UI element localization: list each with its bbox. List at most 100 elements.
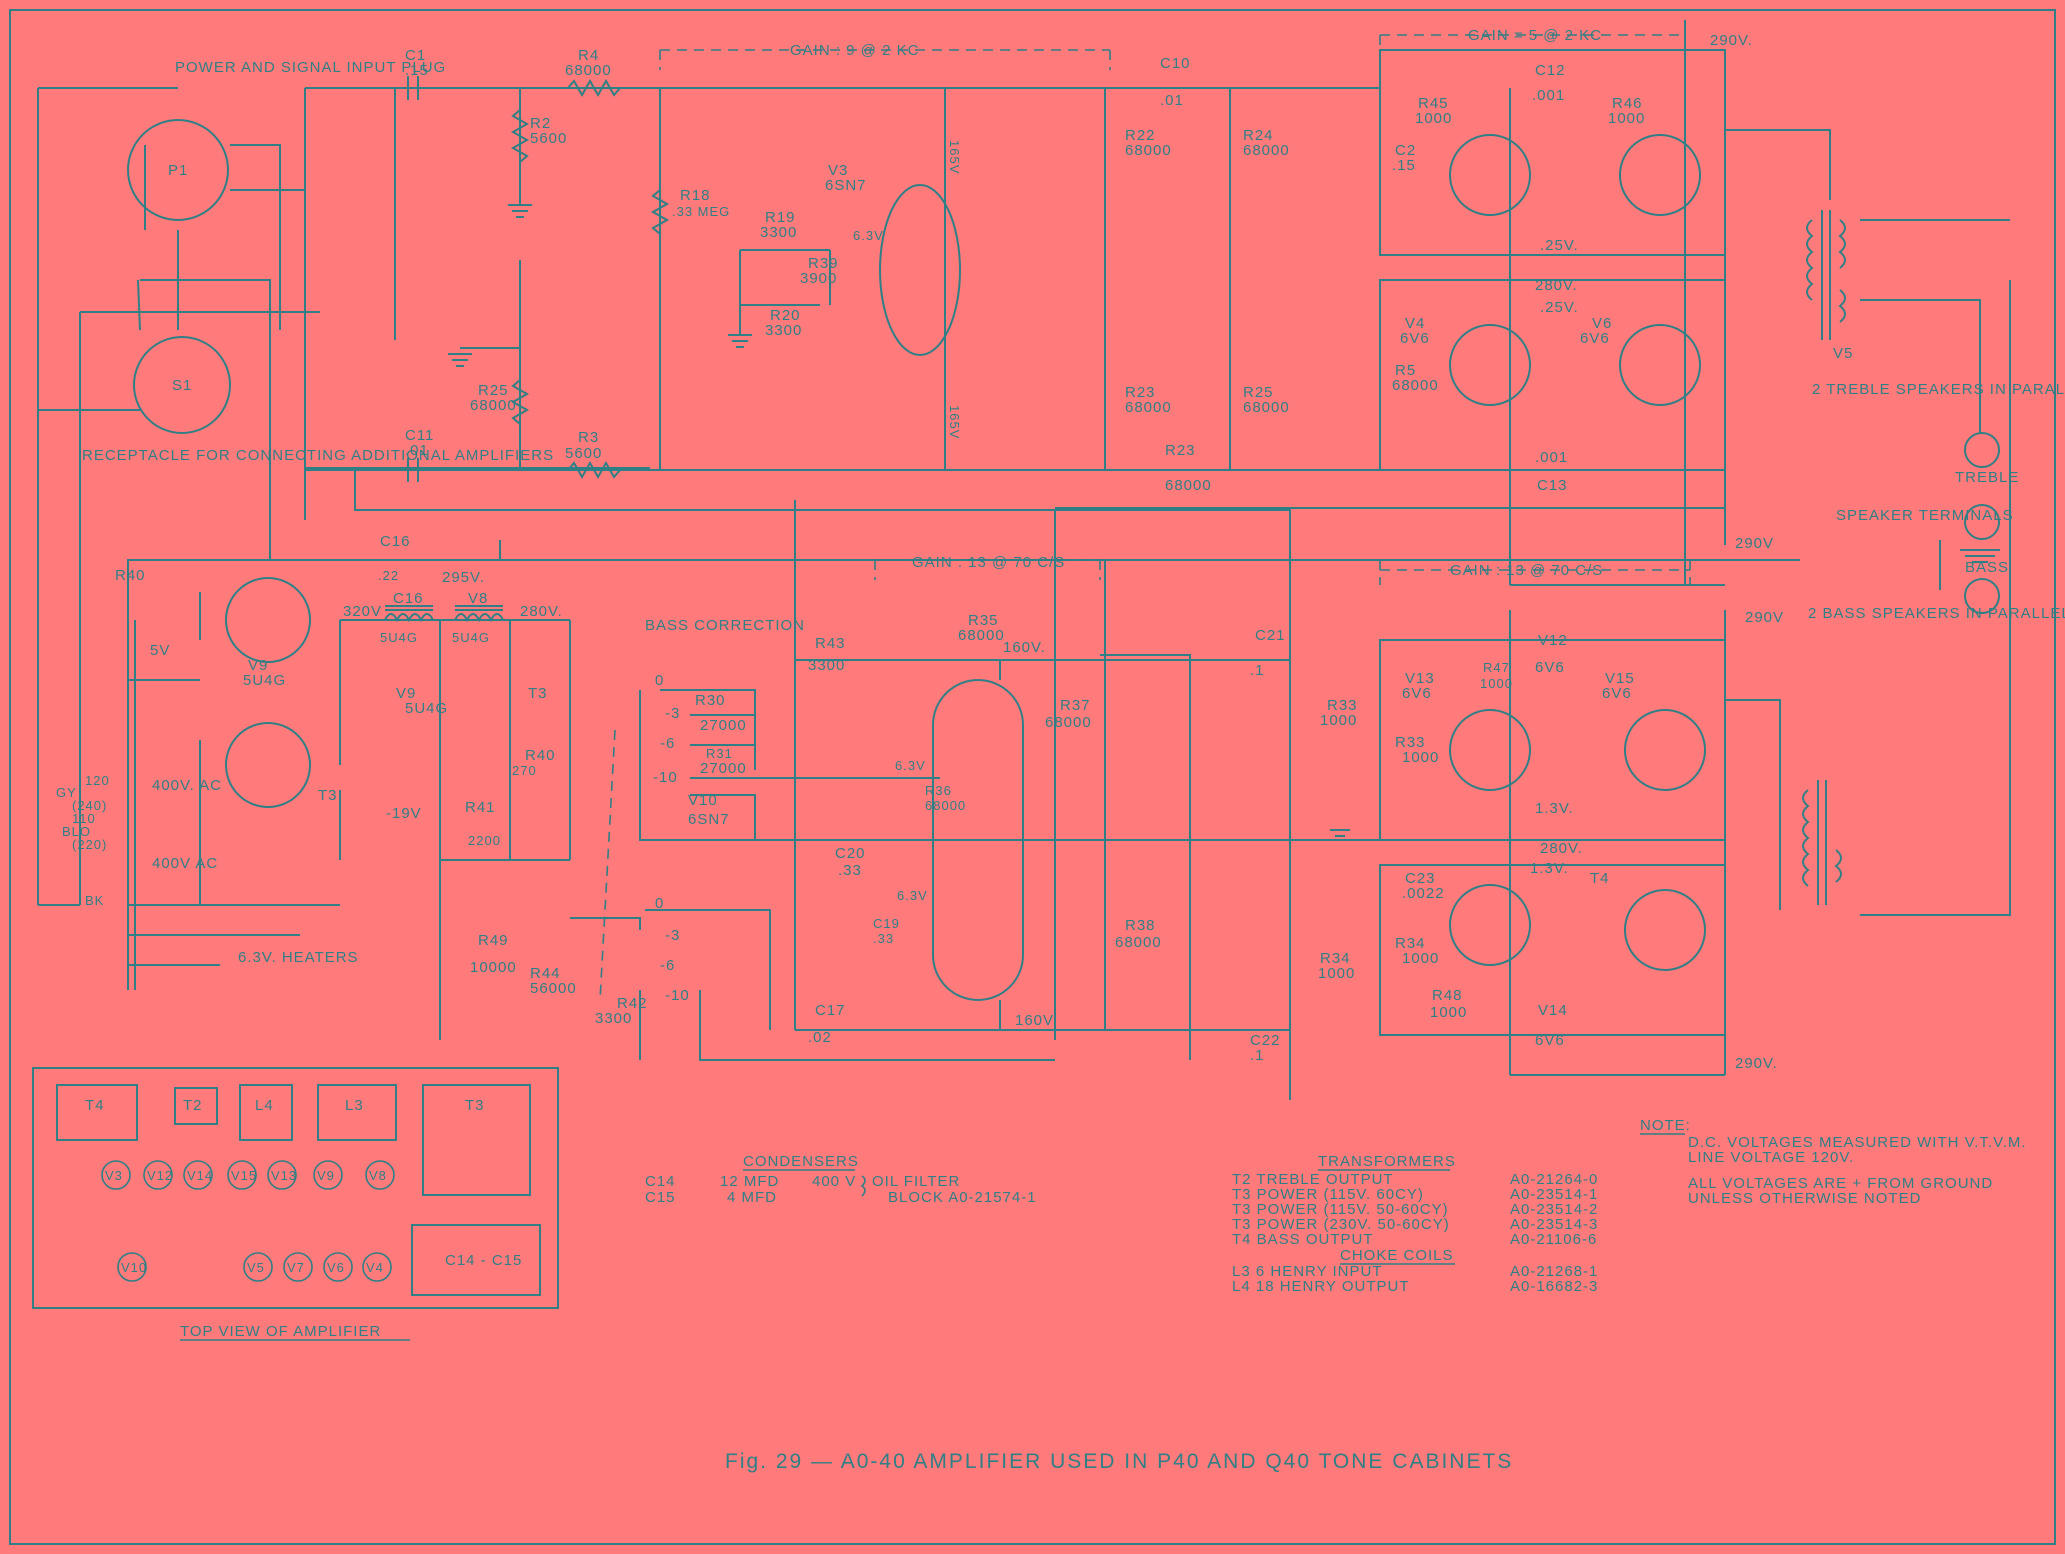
label-v6: R46 <box>1612 95 1643 112</box>
condensers-heading: CONDENSERS <box>743 1153 859 1170</box>
gain-output-bottom-line <box>1379 560 1691 585</box>
t3-tap-c: 110 <box>72 811 96 826</box>
label-r33: R47 <box>1483 660 1510 675</box>
volt-heaters: 6.3V. HEATERS <box>238 949 359 966</box>
top-view-socket-v8 <box>365 1160 395 1190</box>
value-c13: 68000 <box>1392 377 1439 394</box>
top-view-outline <box>32 1067 559 1309</box>
tube-v4 <box>1449 134 1531 216</box>
t3-tap-d: BLO <box>62 824 91 839</box>
label-r25: R25 <box>1243 384 1274 401</box>
value-c19: .1 <box>1250 662 1265 679</box>
transformer-row-0-part: A0-21264-0 <box>1510 1171 1598 1188</box>
wire-c1-r4 <box>519 87 1106 471</box>
top-view-block-l4-label: L4 <box>255 1097 274 1114</box>
label-r28: R41 <box>465 799 496 816</box>
value-r40: 27000 <box>700 717 747 734</box>
condenser-c14-value: 12 MFD <box>720 1173 779 1190</box>
value-c17: .33 <box>838 862 862 879</box>
value-r23: 68000 <box>1125 399 1172 416</box>
value-r24: 68000 <box>1243 142 1290 159</box>
volt-mid-b-plus: 290V <box>1735 535 1774 552</box>
label-r36: R38 <box>1125 917 1156 934</box>
volt-bottom-b-plus-b: 290V. <box>1735 1055 1778 1072</box>
resistor-r4 <box>567 78 621 98</box>
top-view-socket-label: V8 <box>369 1168 387 1183</box>
receptacle-s1 <box>133 336 231 434</box>
label-v15: T4 <box>1590 870 1610 887</box>
bass-terminal <box>1964 578 2000 614</box>
input-plug-p1 <box>127 119 229 221</box>
label-c2: C11 <box>405 427 434 444</box>
value-r3: 68000 <box>470 397 517 414</box>
volt-v3-top: 165V <box>947 140 962 174</box>
top-view-socket-v10 <box>117 1252 147 1282</box>
volt-top-cathode-b: .25V. <box>1540 299 1579 316</box>
volt-bottom-b-plus-a: 290V <box>1745 609 1784 626</box>
choke-row-0-name: L3 6 HENRY INPUT <box>1232 1263 1383 1280</box>
top-view-block-c14-c15-label: C14 - C15 <box>445 1252 522 1269</box>
value-r44: 3300 <box>595 1010 632 1027</box>
top-view-socket-v9 <box>313 1160 343 1190</box>
switch-b-pos-0: 0 <box>655 895 664 912</box>
tube-v15 <box>1624 889 1706 971</box>
label-r27: R49 <box>478 932 509 949</box>
label-c14: V9 <box>396 685 416 702</box>
choke-l4 <box>454 605 504 623</box>
switch-a-pos-2: -6 <box>660 735 675 752</box>
switch-linkage <box>599 729 616 1001</box>
condensers-brace <box>860 1175 866 1197</box>
value-r5: 5600 <box>565 445 602 462</box>
value-r18: .33 MEG <box>672 204 730 219</box>
value-c10: .01 <box>1160 92 1184 109</box>
top-view-block-t3-label: T3 <box>465 1097 485 1114</box>
label-v5: V4 <box>1405 315 1425 332</box>
value-l4: 5U4G <box>452 630 490 645</box>
value-r46: .001 <box>1535 449 1568 466</box>
transformer-row-1-part: A0-23514-1 <box>1510 1186 1598 1203</box>
top-view-block-t2-label: T2 <box>183 1097 203 1114</box>
value-r22: 68000 <box>1125 142 1172 159</box>
label-r18: R18 <box>680 187 711 204</box>
top-view-block-t3 <box>422 1084 531 1196</box>
top-view-socket-label: V13 <box>271 1168 297 1183</box>
value-r31: .02 <box>808 1029 832 1046</box>
label-r43: C19 <box>873 916 900 931</box>
tube-v7 <box>1619 324 1701 406</box>
label-r46: C13 <box>1537 477 1568 494</box>
tube-v5 <box>1449 324 1531 406</box>
top-view-block-t4 <box>56 1084 138 1141</box>
wire-input-bus <box>37 87 1291 1100</box>
label-r42: R36 <box>925 783 952 798</box>
top-view-socket-v12 <box>143 1160 173 1190</box>
label-v7: V6 <box>1592 315 1612 332</box>
switch-a-pos-0: 0 <box>655 672 664 689</box>
label-r40: R30 <box>695 692 726 709</box>
value-r47: 6V6 <box>1535 659 1565 676</box>
gain-bass-stage: GAIN : 13 @ 70 C/S <box>912 554 1065 571</box>
value-r25: 68000 <box>1243 399 1290 416</box>
value-r20: 3300 <box>765 322 802 339</box>
value-c2: .01 <box>405 442 429 459</box>
label-r38: R34 <box>1320 950 1351 967</box>
wire-v3 <box>739 88 946 470</box>
value-v8: 5U4G <box>243 672 286 689</box>
label-r30: R43 <box>815 635 846 652</box>
label-c22: R34 <box>1395 935 1426 952</box>
ground-r3 <box>448 347 520 367</box>
top-output-box <box>1379 49 1726 256</box>
top-view-socket-v6 <box>323 1252 353 1282</box>
transformer-row-2-name: T3 POWER (115V. 50-60CY) <box>1232 1201 1449 1218</box>
volt-top-screen: 280V. <box>1535 277 1578 294</box>
volt-bottom-cathode-b: 1.3V. <box>1530 860 1569 877</box>
label-l4: V8 <box>468 590 488 607</box>
gain-bass-stage-line <box>874 559 1101 580</box>
label-r23: R23 <box>1125 384 1156 401</box>
transformer-row-3-part: A0-23514-3 <box>1510 1216 1598 1233</box>
wire-v10 <box>794 500 1291 1060</box>
label-c20: C22 <box>1250 1032 1281 1049</box>
condenser-c15-value: 4 MFD <box>727 1189 777 1206</box>
top-view-block-c14-c15 <box>411 1224 541 1296</box>
volt-v10-heater-a: 6.3V <box>895 758 926 773</box>
